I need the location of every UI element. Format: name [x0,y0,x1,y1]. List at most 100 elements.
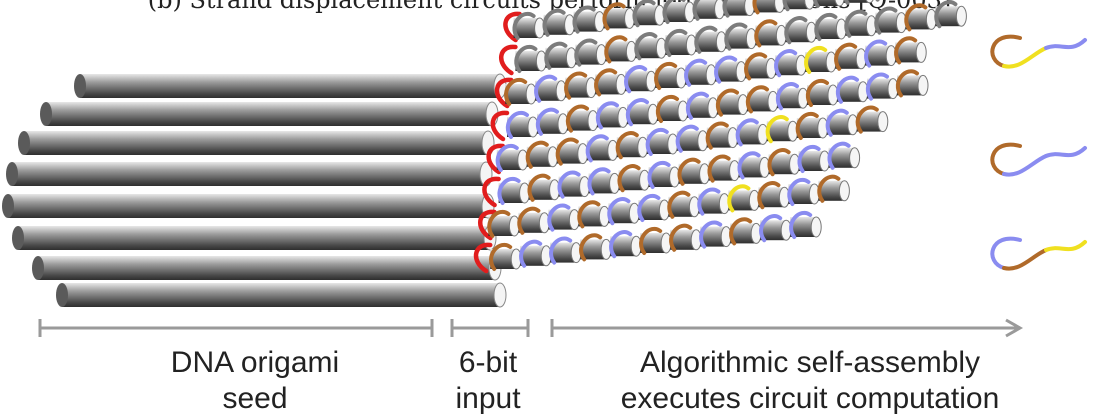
tile-segment [639,227,672,255]
tile-segment [707,154,741,183]
tile-segment [519,239,552,268]
tile-segment [547,203,580,232]
seed-tube [32,255,502,281]
tile-segment [737,151,771,180]
seed-label: DNA origami seed [140,345,370,417]
tile-segment [705,121,739,150]
tile-segment [812,0,845,8]
tile-segment [722,0,756,18]
tile-segment [542,8,576,37]
region-arrow [450,319,530,337]
tile-segment [727,184,760,213]
seed-label-line1: DNA origami [170,346,340,379]
tile-segment [489,243,522,271]
computation-label-line1: Algorithmic self-assembly [639,346,981,379]
tile-segment [692,0,726,21]
tile-segment [497,177,531,205]
tile-segment [662,0,696,24]
tile-segment [634,32,667,61]
tile-segment [843,0,874,5]
seed-tube [2,193,495,219]
seed-tube [56,282,507,308]
free-strand [990,236,1087,271]
tile-segment [752,0,786,15]
input-loop [486,143,506,175]
tile-segment [827,141,861,170]
seed-tube [6,161,493,187]
tile-segment [504,78,537,106]
tile-segment [654,62,687,90]
tile-segment [527,173,561,202]
tile-segment [775,82,809,111]
tile-segment [699,220,732,249]
tile-segment [735,118,769,147]
tile-segment [789,211,822,239]
tile-segment [855,105,889,134]
tile-segment [669,223,702,252]
tile-segment [664,29,697,57]
tile-segment [514,45,547,73]
tile-segment [834,42,867,71]
tile-segment [525,140,559,169]
tile-segment [655,95,689,123]
tile-segment [517,206,550,235]
tile-segment [804,46,837,74]
free-strand [990,142,1087,177]
input-loop [499,44,518,76]
tile-segment [555,137,589,166]
tile-segment [505,111,539,139]
region-arrow [550,318,1024,338]
tile-segment [904,3,937,32]
input-label-line1: 6-bit [458,346,518,379]
tile-segment [625,98,659,127]
tile-segment [757,181,790,210]
seed-tube [18,130,495,156]
tile-segment [934,0,967,29]
computation-label: Algorithmic self-assembly executes circu… [590,345,1030,417]
seed-tube [74,73,507,99]
tile-segment [535,107,569,136]
tile-segment [675,124,709,153]
tile-segment [587,167,621,196]
tile-segment [894,36,927,65]
tile-segment [565,104,599,133]
tile-segment [797,145,831,173]
tile-segment [495,144,529,172]
tile-segment [574,38,607,67]
tile-segment [534,74,567,103]
tile-segment [685,91,719,120]
tile-segment [647,161,681,189]
input-loop [473,242,493,274]
tile-segment [512,12,546,40]
tile-segment [784,16,817,45]
tile-segment [595,101,629,130]
tile-segment [782,0,816,12]
tile-segment [694,25,727,54]
tile-segment [825,108,859,137]
tile-segment [637,194,670,222]
input-label-line2: input [455,382,521,415]
tile-segment [594,68,627,97]
tile-segment [759,214,792,243]
tile-segment [577,200,610,229]
tile-segment [745,85,779,114]
tile-segment [787,178,820,206]
tile-segment [754,19,787,48]
tile-segment [805,79,839,107]
tile-segment [667,190,700,219]
tile-segment [864,39,897,68]
tile-segment [602,2,636,31]
tile-segment [767,148,801,177]
tile-segment [697,187,730,216]
seed-tube [12,225,497,251]
input-loop [482,176,501,208]
tile-segment [604,35,637,64]
input-loop [478,209,497,241]
tile-segment [765,115,799,144]
tile-segment [895,69,929,98]
tile-segment [795,112,829,140]
tile-segment [607,197,640,226]
input-loop [503,11,522,43]
seed-label-line2: seed [222,382,288,415]
